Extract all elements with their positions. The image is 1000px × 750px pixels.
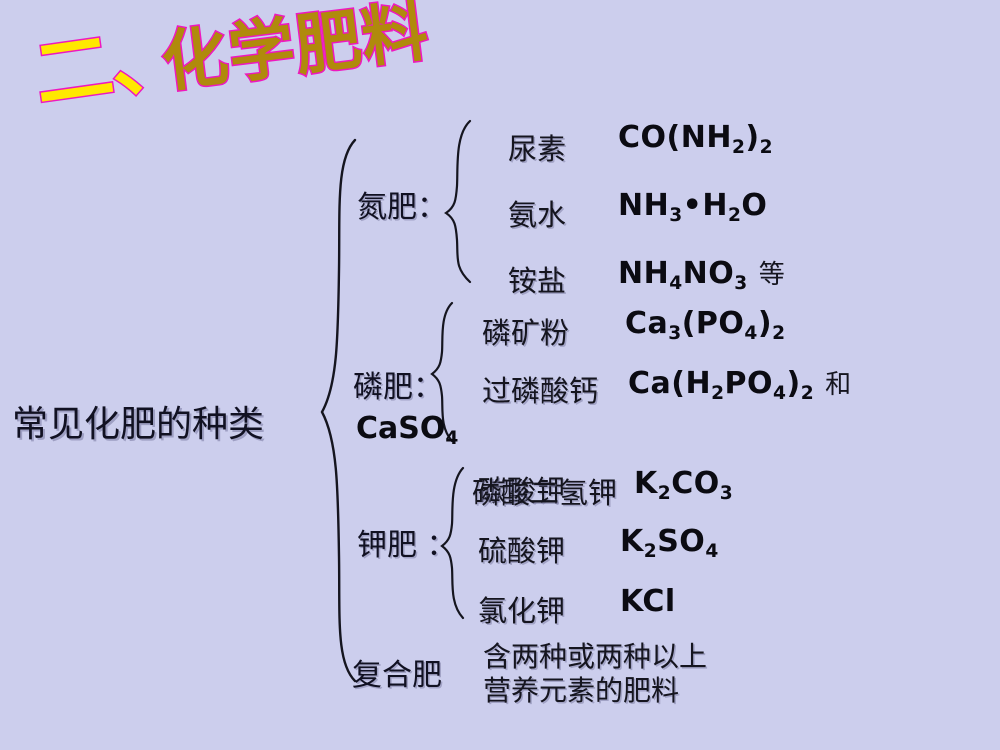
category-label-compound-fertilizer: 复合肥	[352, 658, 442, 693]
item-name-ammonia-water: 氨水	[508, 198, 567, 232]
root-label-common-fertilizer-types: 常见化肥的种类	[12, 404, 265, 445]
item-name-phosphate-rock-powder: 磷矿粉	[482, 316, 570, 350]
item-name-potassium-sulfate: 硫酸钾	[478, 534, 566, 568]
item-name-urea: 尿素	[508, 132, 567, 166]
item-suffix-ammonium-salt: 等	[758, 260, 786, 290]
item-formula-potassium-carbonate: K2CO3	[634, 466, 734, 504]
main-brace	[320, 138, 357, 683]
item-formula-ammonium-salt: NH4NO3 等	[618, 256, 786, 294]
item-name-potassium-dihydrogen-phosphate: 磷酸二氢钾	[472, 476, 618, 510]
item-name-ammonium-salt: 铵盐	[508, 264, 567, 298]
item-formula-ammonia-water: NH3•H2O	[618, 188, 768, 226]
item-formula-potassium-chloride: KCl	[620, 584, 676, 619]
item-suffix-superphosphate: 和	[825, 370, 852, 400]
title-heading-text: 化学肥料	[156, 0, 434, 103]
item-formula-superphosphate: Ca(H2PO4)2 和	[628, 366, 852, 404]
category-label-potassium: 钾肥 ：	[357, 528, 457, 563]
item-formula-phosphate-rock-powder: Ca3(PO4)2	[625, 306, 786, 344]
category-label-nitrogen: 氮肥：	[357, 190, 447, 225]
compound-fertilizer-description-line1: 含两种或两种以上	[483, 640, 708, 673]
compound-fertilizer-description-line2: 营养元素的肥料	[483, 674, 680, 707]
slide-title: 二、 化学肥料	[18, 0, 478, 153]
category-extra-formula-calcium-sulfate: CaSO4	[356, 411, 459, 449]
item-name-superphosphate: 过磷酸钙	[482, 374, 599, 408]
item-name-potassium-chloride: 氯化钾	[478, 594, 566, 628]
item-formula-potassium-sulfate: K2SO4	[620, 524, 719, 562]
item-formula-urea: CO(NH2)2	[618, 120, 774, 158]
item-name-potassium-carbonate: 碳酸钾	[478, 474, 566, 508]
category-label-phosphorus: 磷肥：	[353, 370, 443, 405]
